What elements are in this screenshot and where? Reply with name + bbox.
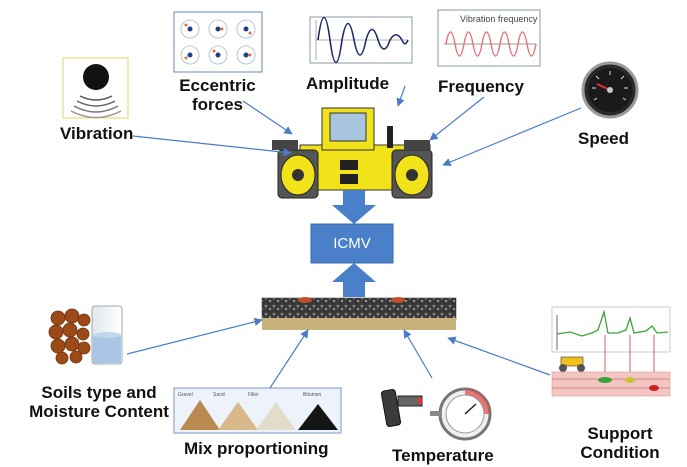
eccentric-label-line1: Eccentric	[179, 76, 256, 95]
top-connector-arrows	[132, 85, 582, 166]
eccentric-arrow	[242, 100, 293, 135]
soils-label: Soils type and Moisture Content	[14, 383, 184, 421]
vibration-arrow	[132, 135, 292, 157]
subgrade-profile-icon	[551, 306, 671, 397]
bottom-connector-arrows	[126, 317, 551, 389]
vibration-label: Vibration	[60, 124, 134, 143]
thermometer-icon	[380, 387, 492, 441]
soils-label-line2: Moisture Content	[29, 402, 169, 421]
support-condition-label: Support Condition	[568, 424, 672, 462]
decaying-wave-icon	[309, 16, 413, 64]
svg-text:Sand: Sand	[213, 392, 225, 398]
frequency-chart-title: Vibration frequency	[460, 14, 538, 24]
aggregate-piles-icon: Gravel Sand Filler Bitumen	[173, 387, 342, 434]
frequency-arrow	[429, 96, 485, 141]
amplitude-arrow	[396, 85, 406, 107]
eccentric-label-line2: forces	[191, 95, 244, 114]
support-label-line2: Condition	[580, 443, 660, 462]
pavement-layer-icon	[261, 297, 457, 330]
svg-text:Bitumen: Bitumen	[303, 392, 322, 398]
soils-label-line1: Soils type and	[41, 383, 157, 402]
temperature-label: Temperature	[392, 446, 494, 465]
amplitude-label: Amplitude	[306, 74, 390, 93]
icmv-label: ICMV	[333, 235, 371, 252]
double-drum-roller-icon	[272, 107, 433, 199]
vibration-icon	[62, 57, 129, 119]
frequency-label: Frequency	[438, 77, 524, 96]
soil-and-water-sample-icon	[48, 305, 123, 365]
icmv-box: ICMV	[310, 223, 394, 264]
speed-arrow	[442, 107, 582, 166]
support-arrow	[447, 336, 551, 376]
roller-to-icmv-arrow	[332, 190, 376, 224]
eccentric-forces-label: Eccentric forces	[170, 76, 265, 114]
sine-wave-icon: Vibration frequency	[437, 9, 541, 67]
mix-arrow	[269, 329, 309, 389]
speed-label: Speed	[578, 129, 630, 148]
svg-text:Filler: Filler	[248, 392, 259, 398]
soils-arrow	[126, 317, 263, 355]
svg-text:Gravel: Gravel	[178, 392, 193, 398]
mix-proportioning-label: Mix proportioning	[184, 439, 329, 458]
support-label-line1: Support	[587, 424, 653, 443]
temperature-arrow	[403, 329, 433, 379]
speedometer-icon	[581, 61, 639, 119]
pavement-to-icmv-arrow	[332, 263, 376, 297]
eccentric-force-grid-icon	[173, 11, 263, 73]
